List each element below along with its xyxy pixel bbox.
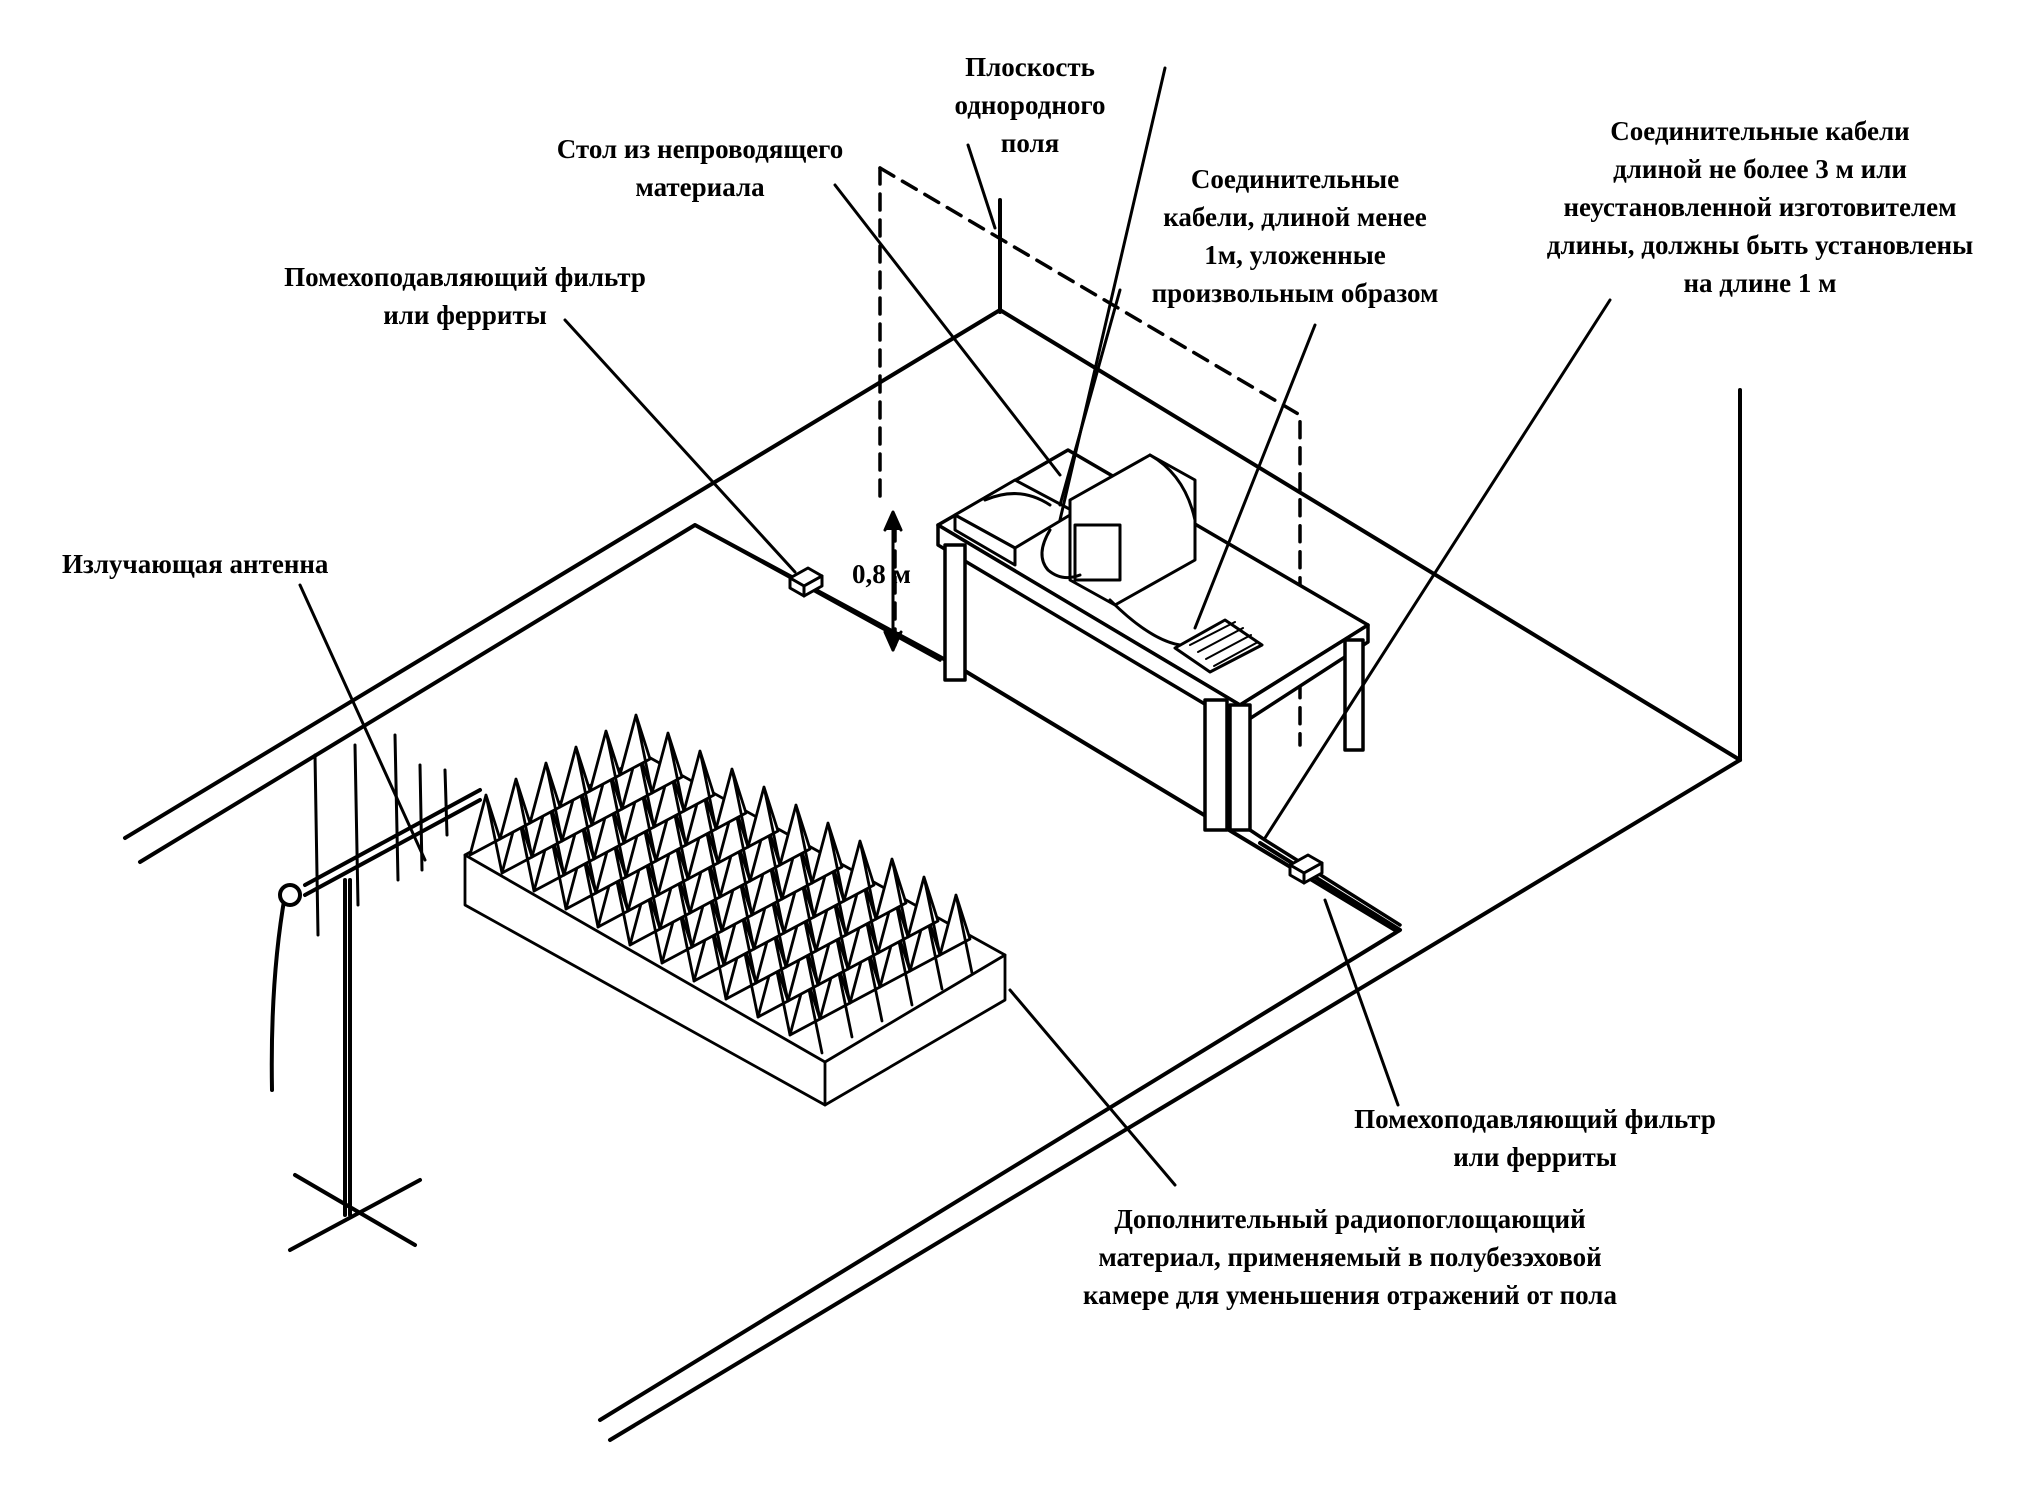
- absorber-pyramid: [746, 785, 782, 867]
- absorber-pyramid: [618, 713, 654, 795]
- label-line: камере для уменьшения отражений от пола: [1083, 1280, 1617, 1310]
- absorber-pyramid: [650, 731, 686, 813]
- label-absorber: Дополнительный радиопоглощающий материал…: [1030, 1200, 1670, 1314]
- label-nonconductive-table: Стол из непроводящего материала: [520, 130, 880, 206]
- label-line: кабели, длиной менее: [1163, 202, 1427, 232]
- label-filter-top: Помехоподавляющий фильтр или ферриты: [240, 258, 690, 334]
- filter-box-bottom: [1288, 853, 1324, 885]
- absorber-pyramid: [906, 875, 942, 957]
- absorber-block: [463, 713, 1007, 1107]
- label-radiating-antenna: Излучающая антенна: [62, 545, 328, 583]
- label-cables-under-1m: Соединительные кабели, длиной менее 1м, …: [1120, 160, 1470, 312]
- absorber-pyramid: [468, 793, 504, 875]
- label-line: длиной не более 3 м или: [1613, 154, 1907, 184]
- label-line: Излучающая антенна: [62, 549, 329, 579]
- label-line: Дополнительный радиопоглощающий: [1114, 1204, 1586, 1234]
- label-cables-up-to-3m: Соединительные кабели длиной не более 3 …: [1510, 112, 2010, 302]
- label-line: неустановленной изготовителем: [1563, 192, 1957, 222]
- label-line: или ферриты: [1453, 1142, 1617, 1172]
- absorber-pyramid: [588, 729, 624, 811]
- label-line: Помехоподавляющий фильтр: [284, 262, 646, 292]
- label-line: 0,8 м: [852, 559, 911, 589]
- leader-lines: [298, 66, 1612, 1187]
- label-line: материала: [635, 172, 765, 202]
- label-line: Соединительные кабели: [1610, 116, 1910, 146]
- absorber-pyramid: [498, 777, 534, 859]
- label-line: однородного: [954, 90, 1106, 120]
- label-line: Плоскость: [965, 52, 1095, 82]
- absorber-pyramid: [528, 761, 564, 843]
- label-line: поля: [1000, 128, 1060, 158]
- label-line: Помехоподавляющий фильтр: [1354, 1104, 1716, 1134]
- label-line: материал, применяемый в полубезэховой: [1098, 1242, 1602, 1272]
- radiating-antenna: [269, 733, 482, 1252]
- equipment-under-test: [953, 453, 1264, 674]
- label-uniform-field-plane: Плоскость однородного поля: [925, 48, 1135, 162]
- label-height: 0,8 м: [852, 555, 911, 593]
- absorber-pyramid: [778, 803, 814, 885]
- filter-box-top: [788, 566, 824, 598]
- label-line: Соединительные: [1190, 164, 1400, 194]
- absorber-pyramid: [682, 749, 718, 831]
- absorber-pyramid: [874, 857, 910, 939]
- absorber-pyramid: [842, 839, 878, 921]
- absorber-pyramid: [558, 745, 594, 827]
- label-line: Стол из непроводящего: [556, 134, 844, 164]
- label-line: на длине 1 м: [1683, 268, 1837, 298]
- label-line: произвольным образом: [1151, 278, 1439, 308]
- absorber-pyramid: [938, 893, 974, 975]
- label-line: 1м, уложенные: [1204, 240, 1386, 270]
- absorber-pyramid: [810, 821, 846, 903]
- label-line: или ферриты: [383, 300, 547, 330]
- absorber-pyramid: [714, 767, 750, 849]
- label-filter-bottom: Помехоподавляющий фильтр или ферриты: [1310, 1100, 1760, 1176]
- label-line: длины, должны быть установлены: [1546, 230, 1974, 260]
